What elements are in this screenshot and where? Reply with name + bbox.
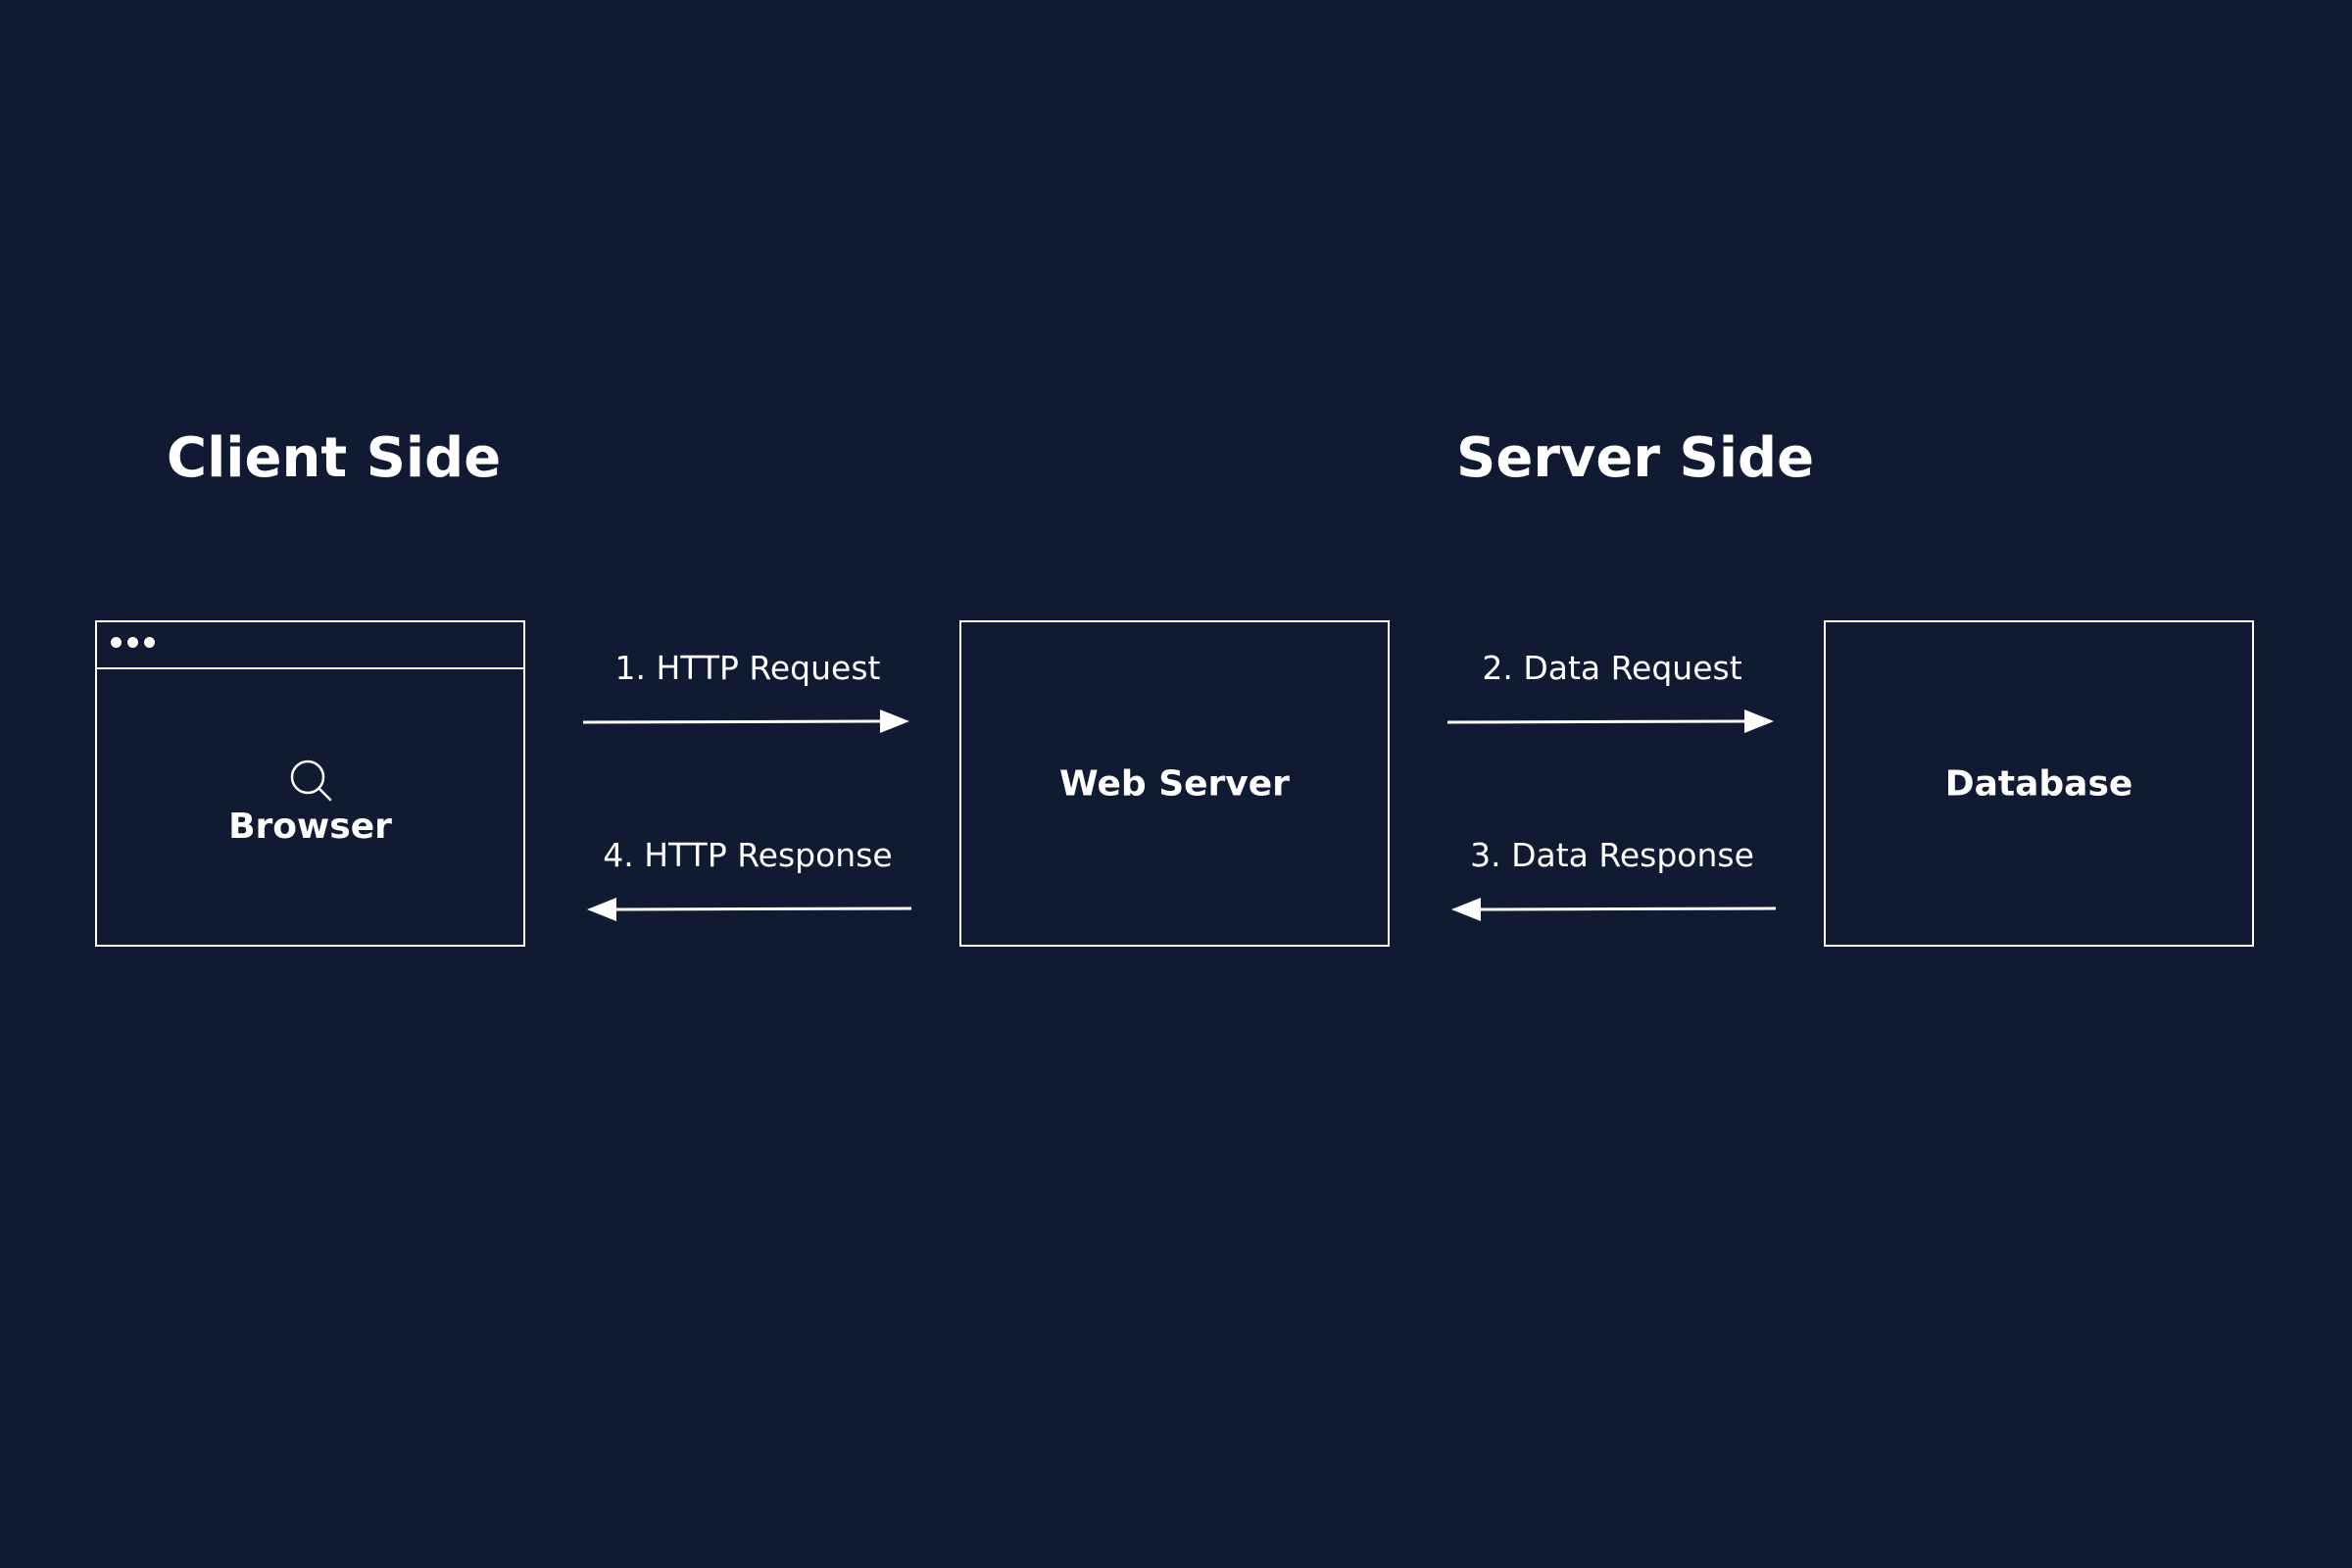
web-server-label: Web Server <box>1059 763 1290 804</box>
data-response-arrow <box>1451 898 1777 921</box>
web-server-node: Web Server <box>959 620 1390 947</box>
database-node: Database <box>1824 620 2254 947</box>
http-request-label: 1. HTTP Request <box>614 649 881 687</box>
server-side-title: Server Side <box>1456 426 1815 490</box>
browser-titlebar <box>97 622 523 669</box>
http-request-arrow <box>582 710 909 733</box>
http-response-arrow <box>587 898 912 921</box>
window-dots-icon <box>111 637 155 648</box>
http-response-label: 4. HTTP Response <box>603 836 893 874</box>
data-response-label: 3. Data Response <box>1470 836 1754 874</box>
data-request-arrow <box>1446 710 1774 733</box>
browser-node: Browser <box>95 620 525 947</box>
client-side-title: Client Side <box>167 426 502 490</box>
browser-label: Browser <box>228 807 392 847</box>
search-icon <box>290 760 332 802</box>
database-label: Database <box>1944 763 2133 804</box>
data-request-label: 2. Data Request <box>1482 649 1742 687</box>
